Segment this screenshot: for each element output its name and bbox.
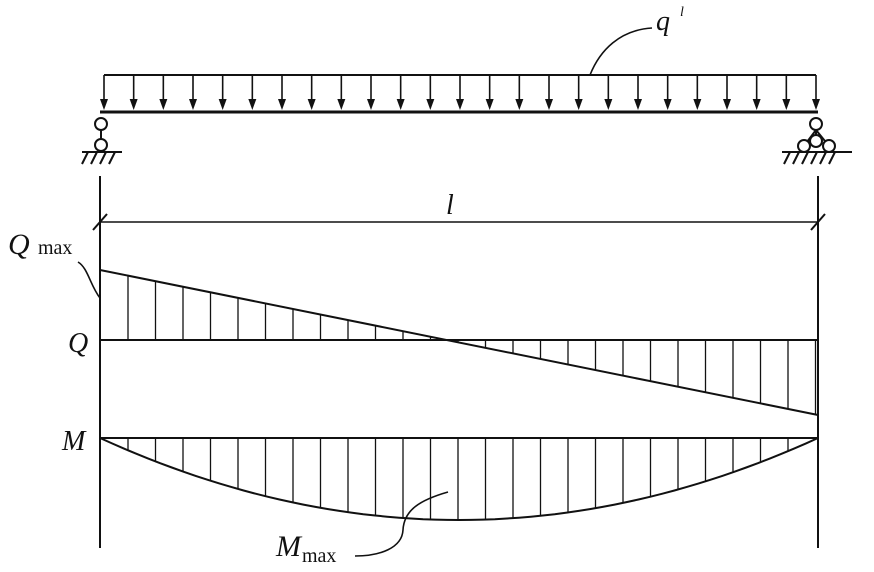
load-arrowhead: [396, 99, 405, 110]
load-arrowhead: [367, 99, 375, 110]
load-label: q: [656, 6, 670, 37]
load-arrowhead: [485, 99, 494, 110]
load-arrowhead: [634, 99, 642, 110]
load-arrowhead: [278, 99, 286, 110]
shear-axis-label: Q: [68, 328, 88, 359]
load-arrowhead: [159, 99, 168, 110]
load-arrowhead: [307, 99, 316, 110]
shear-line: [99, 269, 819, 416]
load-arrowhead: [752, 99, 761, 110]
shear-hatching: [127, 275, 817, 415]
load-arrowhead: [574, 99, 583, 110]
moment-max-label: M: [275, 530, 303, 563]
load-arrowhead: [218, 99, 227, 110]
load-arrowhead: [129, 99, 138, 110]
span-label: l: [446, 190, 454, 221]
shear-max-leader: [77, 261, 101, 299]
load-arrowhead: [812, 99, 820, 110]
moment-hatching: [127, 438, 817, 520]
load-arrowhead: [426, 99, 435, 110]
load-arrowhead: [545, 99, 553, 110]
moment-curve: [99, 437, 819, 522]
load-arrowhead: [604, 99, 613, 110]
load-arrowhead: [456, 99, 464, 110]
left-support: [81, 117, 122, 165]
load-superscript: l: [680, 5, 684, 20]
moment-axis-label: M: [61, 426, 87, 457]
load-arrowhead: [100, 99, 108, 110]
shear-max-label: Q: [8, 228, 30, 261]
load-arrowhead: [515, 99, 524, 110]
load-arrowhead: [189, 99, 197, 110]
shear-max-subscript: max: [38, 237, 72, 259]
load-arrowhead: [693, 99, 702, 110]
load-arrows: [100, 75, 820, 110]
load-leader: [589, 27, 653, 76]
load-arrowhead: [782, 99, 791, 110]
right-support: [782, 117, 852, 165]
moment-max-subscript: max: [302, 545, 336, 567]
load-arrowhead: [663, 99, 672, 110]
load-arrowhead: [248, 99, 257, 110]
moment-max-leader: [354, 491, 449, 557]
load-arrowhead: [723, 99, 731, 110]
load-arrowhead: [337, 99, 346, 110]
